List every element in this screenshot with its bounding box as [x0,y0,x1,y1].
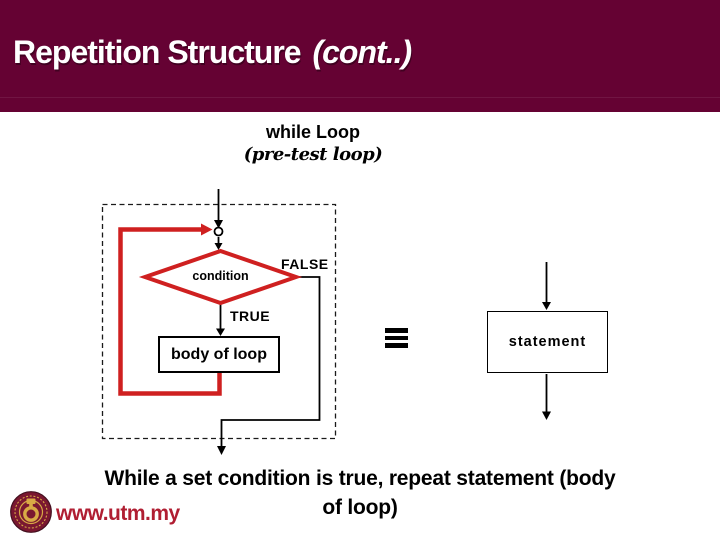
connector-to-condition-head [214,243,223,250]
entry-arrow-head [214,220,223,229]
utm-url-link[interactable]: www.utm.my [56,502,180,525]
equivalence-bar [385,328,408,333]
utm-logo-icon [10,491,52,533]
loop-entry-connector [213,226,224,237]
header-divider [0,97,720,98]
statement-label: statement [508,334,587,350]
statement-entry-head [542,302,551,310]
true-arrow-head [216,328,225,336]
condition-label: condition [192,269,249,283]
page-title-cont: (cont..) [312,34,412,70]
condition-diamond [138,248,303,306]
caption-line-1: While a set condition is true, repeat st… [104,467,616,490]
caption: While a set condition is true, repeat st… [0,464,720,522]
true-label: TRUE [230,308,271,324]
heading-while-loop: while Loop [266,122,360,142]
loop-boundary-dashed-box [101,203,337,440]
statement-box: statement [487,311,608,373]
statement-exit-head [542,411,551,420]
slide-header: Repetition Structure (cont..) [0,0,720,112]
loop-back-red-head [201,223,213,236]
heading-pretest-loop: (pre-test loop) [243,143,383,165]
equivalence-icon [385,328,408,351]
page-title-main: Repetition Structure [13,34,302,70]
body-of-loop-label: body of loop [171,345,267,363]
diagram-heading: while Loop (pre-test loop) [163,121,463,166]
exit-arrow-head [217,446,226,455]
equivalence-bar [385,335,408,341]
body-of-loop-box: body of loop [158,336,280,373]
false-label: FALSE [281,256,329,272]
page-title: Repetition Structure (cont..) [13,34,412,71]
equivalence-bar [385,343,408,348]
false-path-line [220,276,321,447]
loop-back-red-line [118,227,222,396]
caption-line-2: of loop) [322,496,398,519]
